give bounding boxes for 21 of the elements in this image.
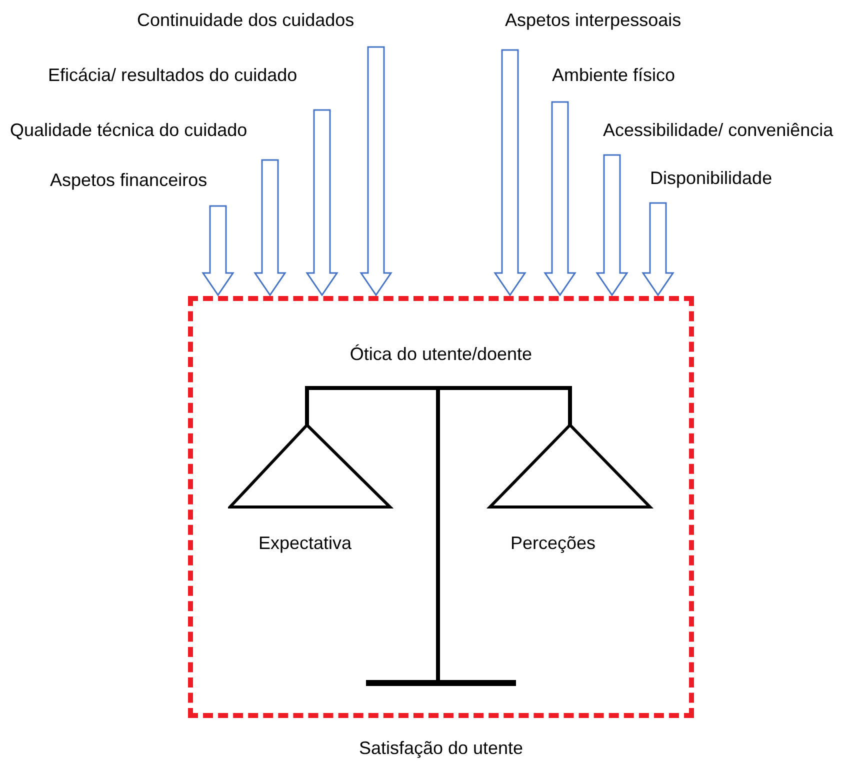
block-arrow xyxy=(254,159,286,296)
block-arrow xyxy=(494,49,526,296)
factor-label: Eficácia/ resultados do cuidado xyxy=(48,64,298,87)
dashed-frame xyxy=(188,296,694,718)
node-label: Satisfação do utente xyxy=(358,737,524,760)
block-arrow xyxy=(360,46,392,296)
block-arrow xyxy=(306,109,338,296)
frame-heading: Ótica do utente/doente xyxy=(348,343,534,366)
factor-label: Continuidade dos cuidados xyxy=(137,9,354,32)
block-arrow xyxy=(544,101,576,296)
pan-label: Expectativa xyxy=(257,532,353,555)
factor-label: Disponibilidade xyxy=(650,167,772,190)
factor-label: Aspetos financeiros xyxy=(50,169,208,192)
factor-label: Ambiente físico xyxy=(552,64,676,87)
factor-label: Aspetos interpessoais xyxy=(505,9,682,32)
pan-label: Perceções xyxy=(509,532,597,555)
factor-label: Acessibilidade/ conveniência xyxy=(603,119,834,142)
factor-label: Qualidade técnica do cuidado xyxy=(10,119,248,142)
block-arrow xyxy=(596,154,628,296)
block-arrow xyxy=(202,205,234,296)
block-arrow xyxy=(642,202,674,296)
